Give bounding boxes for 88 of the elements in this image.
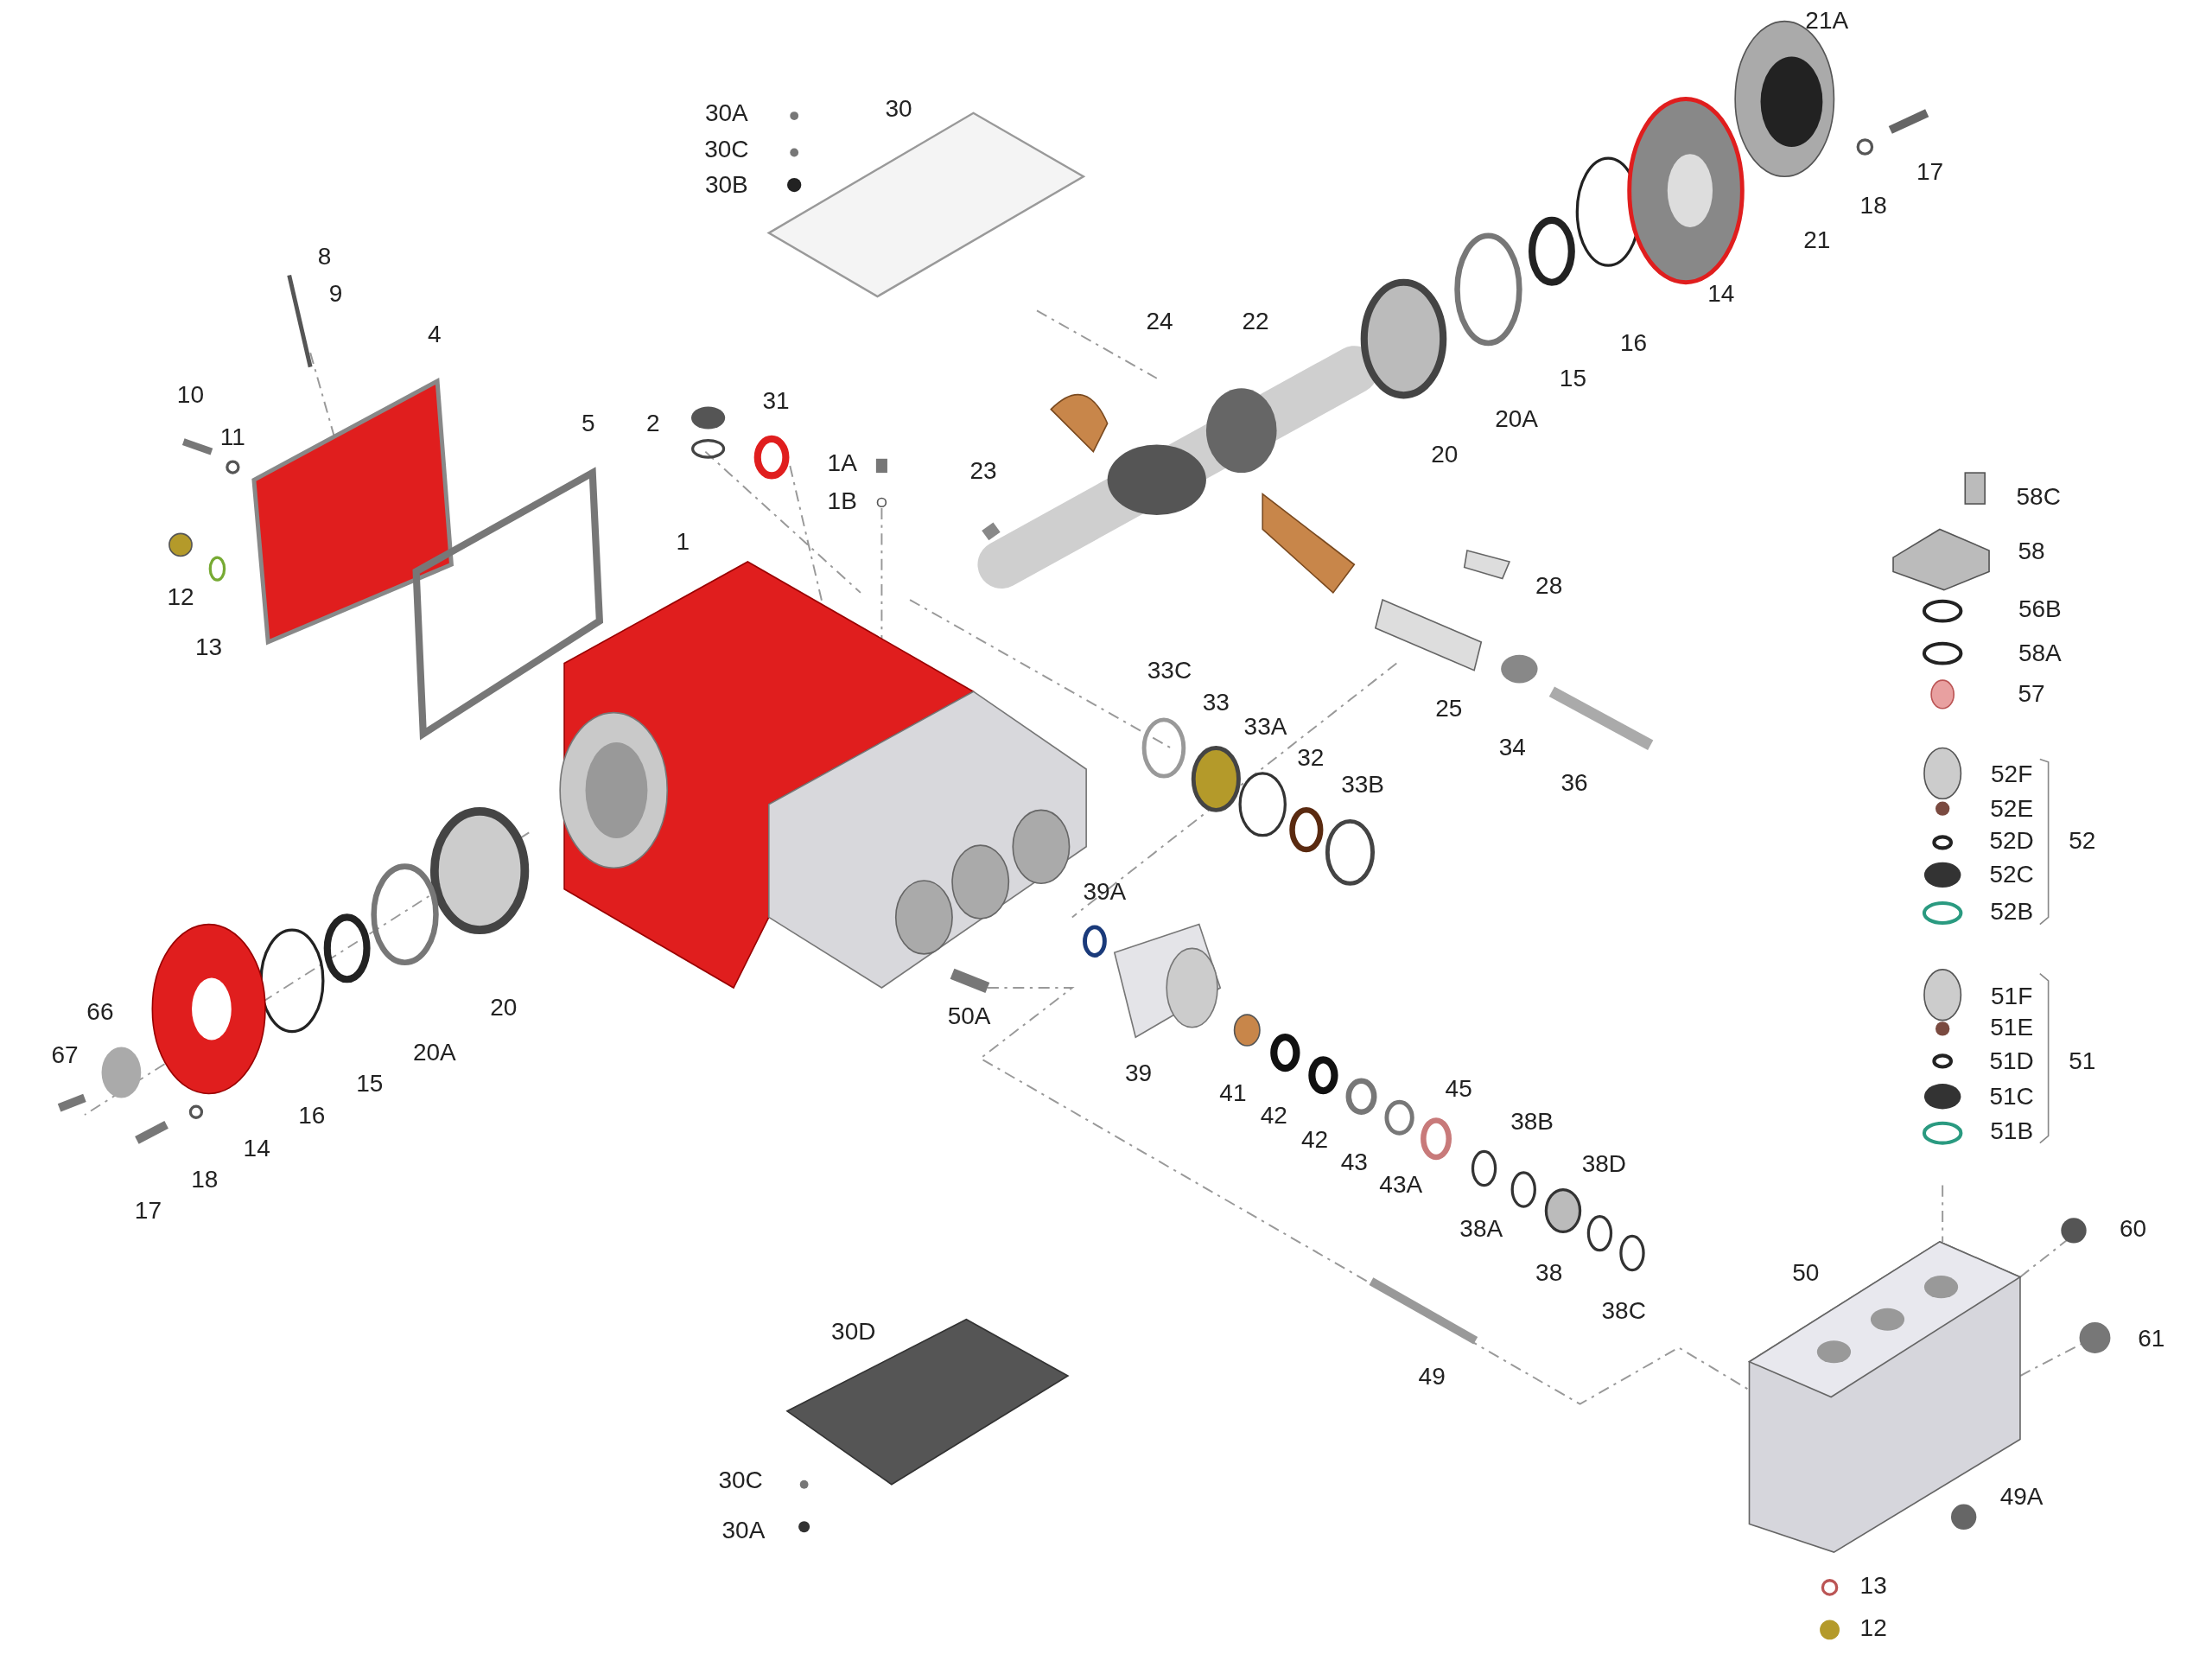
callout-number: 12 — [1859, 1616, 1887, 1641]
callout-number: 56B — [2018, 597, 2062, 622]
callout-number: 52B — [1990, 899, 2034, 924]
callout-number: 61 — [2138, 1327, 2165, 1352]
callout-number: 33 — [1202, 690, 1230, 716]
callout-number: 51C — [1989, 1084, 2034, 1109]
callout-number: 16 — [298, 1104, 326, 1129]
callout-number: 8 — [317, 245, 332, 270]
callout-number: 28 — [1535, 573, 1563, 598]
callout-number: 38 — [1535, 1260, 1563, 1285]
callout-number: 58A — [2018, 640, 2062, 665]
callout-number: 67 — [51, 1043, 79, 1068]
callout-number: 41 — [1219, 1081, 1247, 1106]
callout-number: 30D — [831, 1320, 876, 1345]
callout-number: 50 — [1792, 1260, 1820, 1285]
callout-number: 21A — [1805, 9, 1849, 34]
callout-number: 43 — [1340, 1150, 1368, 1175]
callout-number: 32 — [1297, 745, 1325, 770]
callout-number: 58 — [2018, 539, 2045, 564]
callout-number: 34 — [1498, 735, 1526, 760]
callout-number: 51B — [1990, 1119, 2034, 1144]
callout-number: 14 — [243, 1136, 270, 1161]
callout-number: 18 — [191, 1167, 219, 1192]
callout-number: 51D — [1989, 1048, 2034, 1073]
callout-number: 49 — [1418, 1365, 1446, 1390]
callout-number: 22 — [1242, 309, 1269, 334]
callout-number: 52D — [1989, 829, 2034, 854]
callout-number: 10 — [176, 383, 204, 408]
callout-number: 31 — [762, 388, 790, 413]
callout-number: 38D — [1581, 1151, 1626, 1176]
callout-number: 33C — [1147, 658, 1192, 683]
callout-number: 38B — [1510, 1109, 1554, 1134]
callout-number: 21 — [1803, 227, 1831, 252]
callout-number: 20 — [1431, 442, 1459, 467]
callout-number: 17 — [134, 1198, 162, 1223]
callout-number: 51E — [1990, 1015, 2034, 1040]
callout-number: 1 — [676, 529, 690, 554]
callout-number: 9 — [328, 281, 343, 306]
callout-number: 30A — [721, 1518, 766, 1543]
callout-number: 58C — [2016, 484, 2061, 509]
callout-number: 11 — [219, 425, 245, 450]
callout-number: 13 — [195, 635, 223, 660]
callout-number: 20 — [490, 995, 518, 1020]
callout-number: 30B — [704, 172, 748, 197]
callout-number: 43A — [1379, 1173, 1423, 1198]
callout-number: 15 — [356, 1071, 384, 1096]
callout-number: 38C — [1601, 1298, 1646, 1323]
callout-number: 30C — [704, 137, 749, 162]
callout-number: 33B — [1341, 772, 1385, 797]
callout-number: 42 — [1301, 1128, 1329, 1153]
callout-number: 66 — [86, 999, 114, 1024]
callout-number: 51F — [1991, 983, 2033, 1009]
callout-number: 16 — [1620, 330, 1648, 355]
callout-number: 13 — [1859, 1574, 1887, 1599]
callout-number: 50A — [947, 1003, 991, 1028]
callout-number: 39A — [1083, 879, 1127, 904]
callout-number: 24 — [1146, 309, 1173, 334]
callout-number: 52E — [1990, 796, 2034, 821]
callout-number: 51 — [2069, 1048, 2096, 1073]
callout-number: 1A — [827, 450, 857, 475]
callout-number: 57 — [2018, 682, 2045, 707]
callout-number: 30 — [885, 96, 912, 121]
callout-number: 20A — [412, 1040, 456, 1065]
callout-number: 4 — [428, 321, 442, 347]
callout-number: 12 — [167, 584, 194, 609]
callout-number: 36 — [1560, 771, 1588, 796]
callout-number: 42 — [1260, 1104, 1287, 1129]
callout-number: 33A — [1243, 714, 1287, 739]
callout-number: 30C — [718, 1467, 763, 1492]
callout-number: 49A — [1999, 1485, 2044, 1510]
callout-number: 38A — [1459, 1217, 1503, 1242]
callout-number: 14 — [1707, 281, 1735, 306]
callout-number: 30A — [704, 100, 748, 125]
callout-number: 20A — [1495, 406, 1538, 431]
callout-number: 52C — [1989, 862, 2034, 888]
callout-number: 15 — [1559, 366, 1586, 391]
callout-number: 45 — [1445, 1077, 1472, 1102]
callout-number: 1B — [827, 488, 857, 513]
callout-number: 18 — [1859, 194, 1887, 219]
callout-number: 5 — [582, 410, 595, 436]
callout-number: 2 — [646, 410, 660, 436]
callout-number: 25 — [1435, 696, 1463, 721]
callout-number: 52F — [1991, 762, 2033, 787]
callout-number: 23 — [969, 459, 997, 484]
callout-number: 39 — [1124, 1061, 1153, 1086]
callout-number: 60 — [2120, 1217, 2147, 1242]
callout-number: 17 — [1916, 160, 1944, 185]
callout-number: 52 — [2069, 829, 2096, 854]
